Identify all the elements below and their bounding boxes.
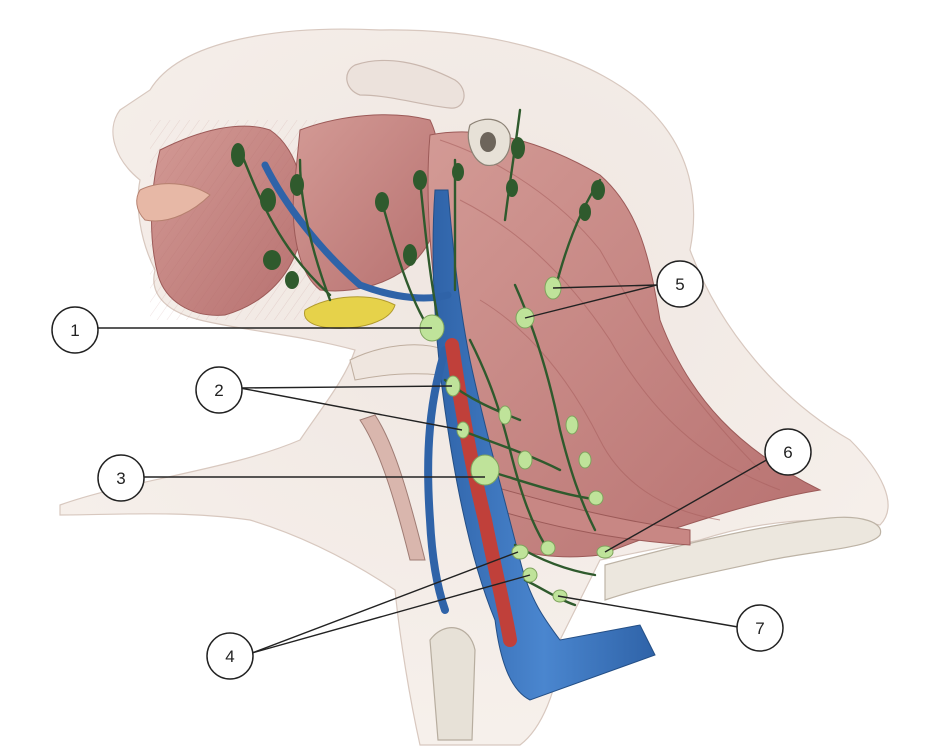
internal-jugular-vein	[432, 189, 656, 701]
callout-7-label: 7	[755, 619, 764, 638]
sternum	[429, 627, 476, 741]
callout-6-label: 6	[783, 443, 792, 462]
callout-2-label: 2	[214, 381, 223, 400]
external-jugular-vein	[424, 346, 449, 614]
callout-3-label: 3	[116, 469, 125, 488]
callout-5: 5	[656, 260, 704, 308]
ear-canal	[480, 132, 496, 152]
omohyoid-muscle	[464, 479, 691, 546]
callout-4-label: 4	[225, 647, 234, 666]
clavicle	[604, 516, 882, 601]
callout-1-label: 1	[70, 321, 79, 340]
callout-1: 1	[51, 306, 99, 354]
facial-vein	[261, 161, 452, 302]
trachea	[359, 414, 426, 561]
callout-7: 7	[736, 604, 784, 652]
callout-6: 6	[764, 428, 812, 476]
ear	[346, 59, 465, 109]
leader-lines	[98, 284, 771, 654]
salivary-gland	[303, 296, 396, 329]
callout-5-label: 5	[675, 275, 684, 294]
callout-2: 2	[195, 366, 243, 414]
head-neck-illustration	[59, 28, 889, 746]
lymph-nodes	[231, 137, 614, 603]
lips	[136, 183, 211, 222]
callout-3: 3	[97, 454, 145, 502]
callout-4: 4	[206, 632, 254, 680]
carotid-artery	[445, 338, 517, 647]
